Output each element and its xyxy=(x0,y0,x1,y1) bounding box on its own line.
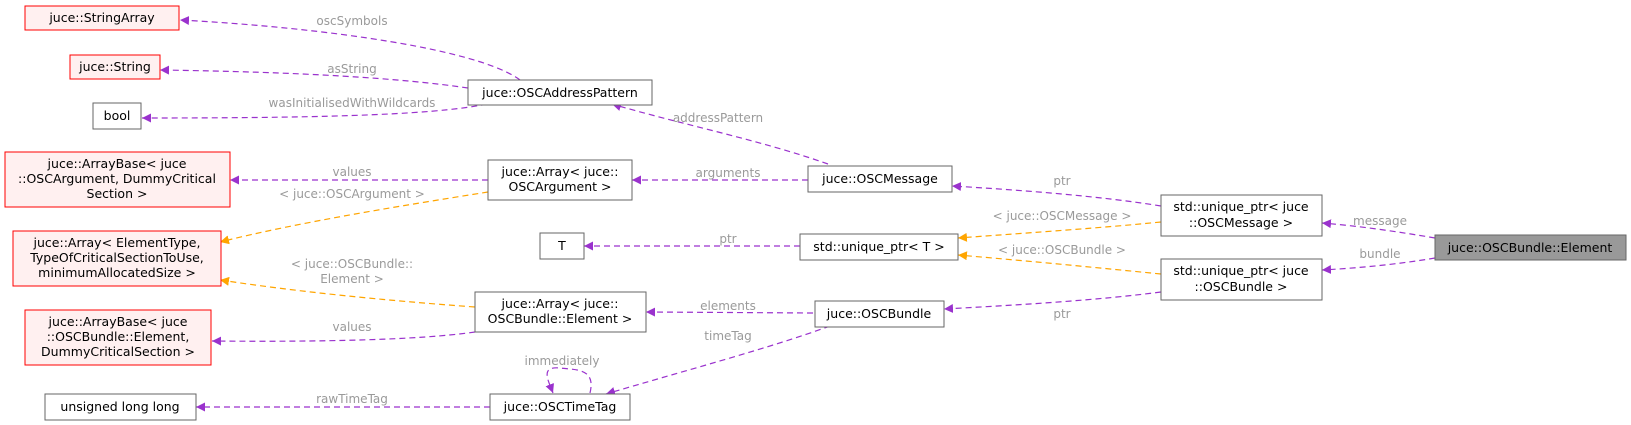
label-ptr-bundle: ptr xyxy=(1053,307,1070,321)
node-juce-string-array[interactable]: juce::StringArray xyxy=(24,5,180,31)
node-arraybase-osc-argument[interactable]: juce::ArrayBase< juce ::OSCArgument, Dum… xyxy=(4,151,231,208)
node-label: juce::OSCMessage xyxy=(821,171,938,186)
node-label-line-1: juce::Array< juce:: xyxy=(501,164,619,179)
node-unique-ptr-osc-bundle[interactable]: std::unique_ptr< juce ::OSCBundle > xyxy=(1160,258,1323,301)
edge-time-tag xyxy=(605,325,831,396)
label-elements: elements xyxy=(700,299,756,313)
node-array-osc-argument[interactable]: juce::Array< juce:: OSCArgument > xyxy=(487,159,633,201)
edge-elements xyxy=(645,307,814,317)
label-as-string: asString xyxy=(327,62,376,76)
edge-immediately xyxy=(545,367,592,394)
node-array-bundle-element[interactable]: juce::Array< juce:: OSCBundle::Element > xyxy=(474,291,647,333)
edges xyxy=(141,15,1436,412)
node-label: juce::OSCBundle::Element xyxy=(1447,240,1613,255)
node-label: bool xyxy=(104,108,131,123)
node-osc-message[interactable]: juce::OSCMessage xyxy=(807,165,953,193)
node-label-line-2: ::OSCArgument, DummyCritical xyxy=(18,171,216,186)
node-unique-ptr-t[interactable]: std::unique_ptr< T > xyxy=(799,233,959,261)
label-tmpl-osc-bundle-element-2: Element > xyxy=(320,272,384,286)
label-ptr-msg: ptr xyxy=(1053,174,1070,188)
node-label-line-2: ::OSCBundle > xyxy=(1195,279,1288,294)
node-bool[interactable]: bool xyxy=(92,102,142,130)
edge-message xyxy=(1321,219,1436,239)
node-label-line-1: juce::ArrayBase< juce xyxy=(48,314,188,329)
label-osc-symbols: oscSymbols xyxy=(316,14,387,28)
edge-labels: oscSymbols asString wasInitialisedWithWi… xyxy=(269,14,1407,406)
label-ptr-t: ptr xyxy=(719,232,736,246)
label-values-2: values xyxy=(332,320,371,334)
node-label: juce::StringArray xyxy=(48,10,155,25)
label-values-1: values xyxy=(332,165,371,179)
node-label: juce::OSCBundle xyxy=(826,306,932,321)
edge-as-string xyxy=(159,65,469,89)
edge-bundle xyxy=(1321,257,1436,275)
node-osc-bundle-element-focus: juce::OSCBundle::Element xyxy=(1434,234,1627,261)
label-address-pattern: addressPattern xyxy=(673,111,763,125)
label-bundle: bundle xyxy=(1359,247,1400,261)
node-t[interactable]: T xyxy=(539,232,585,260)
node-label-line-2: ::OSCBundle::Element, xyxy=(47,329,190,344)
node-label-line-3: Section > xyxy=(87,186,148,201)
label-arguments: arguments xyxy=(696,166,761,180)
node-label-line-2: TypeOfCriticalSectionToUse, xyxy=(29,250,204,265)
label-time-tag: timeTag xyxy=(704,329,751,343)
edge-ptr-msg xyxy=(951,182,1162,207)
label-message: message xyxy=(1353,214,1407,228)
edge-was-initialised xyxy=(141,103,488,123)
node-arraybase-bundle-element[interactable]: juce::ArrayBase< juce ::OSCBundle::Eleme… xyxy=(24,309,212,366)
node-label-line-3: minimumAllocatedSize > xyxy=(38,265,196,280)
node-label-line-2: OSCArgument > xyxy=(509,179,612,194)
edge-address-pattern xyxy=(611,102,829,165)
node-label-line-1: juce::Array< juce:: xyxy=(501,296,619,311)
label-tmpl-osc-message: < juce::OSCMessage > xyxy=(993,209,1132,223)
node-label: std::unique_ptr< T > xyxy=(813,239,944,254)
node-label-line-2: ::OSCMessage > xyxy=(1189,215,1293,230)
node-unsigned-long-long[interactable]: unsigned long long xyxy=(44,393,197,421)
node-osc-bundle[interactable]: juce::OSCBundle xyxy=(814,300,945,328)
edge-tmpl-osc-bundle xyxy=(957,251,1162,275)
node-label-line-3: DummyCriticalSection > xyxy=(41,344,195,359)
node-label-line-1: std::unique_ptr< juce xyxy=(1173,199,1309,214)
node-label: juce::OSCTimeTag xyxy=(503,399,617,414)
node-label: juce::OSCAddressPattern xyxy=(481,85,638,100)
edge-osc-symbols xyxy=(179,15,521,81)
node-unique-ptr-osc-message[interactable]: std::unique_ptr< juce ::OSCMessage > xyxy=(1160,194,1323,237)
node-label: T xyxy=(557,238,566,253)
node-osc-timetag[interactable]: juce::OSCTimeTag xyxy=(489,393,631,421)
node-label: unsigned long long xyxy=(60,399,179,414)
edge-ptr-bundle xyxy=(943,291,1162,314)
label-tmpl-osc-bundle: < juce::OSCBundle > xyxy=(998,243,1126,257)
node-juce-string[interactable]: juce::String xyxy=(69,54,161,80)
node-osc-address-pattern[interactable]: juce::OSCAddressPattern xyxy=(467,79,653,106)
edge-tmpl-osc-message xyxy=(957,221,1162,242)
node-label-line-1: juce::ArrayBase< juce xyxy=(47,156,187,171)
node-label: juce::String xyxy=(78,59,151,74)
edge-tmpl-osc-bundle-element xyxy=(219,276,476,308)
label-raw-time-tag: rawTimeTag xyxy=(316,392,388,406)
label-tmpl-osc-argument: < juce::OSCArgument > xyxy=(279,187,425,201)
label-tmpl-osc-bundle-element-1: < juce::OSCBundle:: xyxy=(291,257,413,271)
edge-values-2 xyxy=(211,331,476,346)
node-label-line-1: juce::Array< ElementType, xyxy=(33,235,201,250)
node-array-generic[interactable]: juce::Array< ElementType, TypeOfCritical… xyxy=(12,230,222,287)
node-label-line-2: OSCBundle::Element > xyxy=(488,311,633,326)
label-was-initialised: wasInitialisedWithWildcards xyxy=(269,96,436,110)
node-label-line-1: std::unique_ptr< juce xyxy=(1173,263,1309,278)
label-immediately: immediately xyxy=(525,354,600,368)
edge-tmpl-osc-argument xyxy=(219,191,489,245)
